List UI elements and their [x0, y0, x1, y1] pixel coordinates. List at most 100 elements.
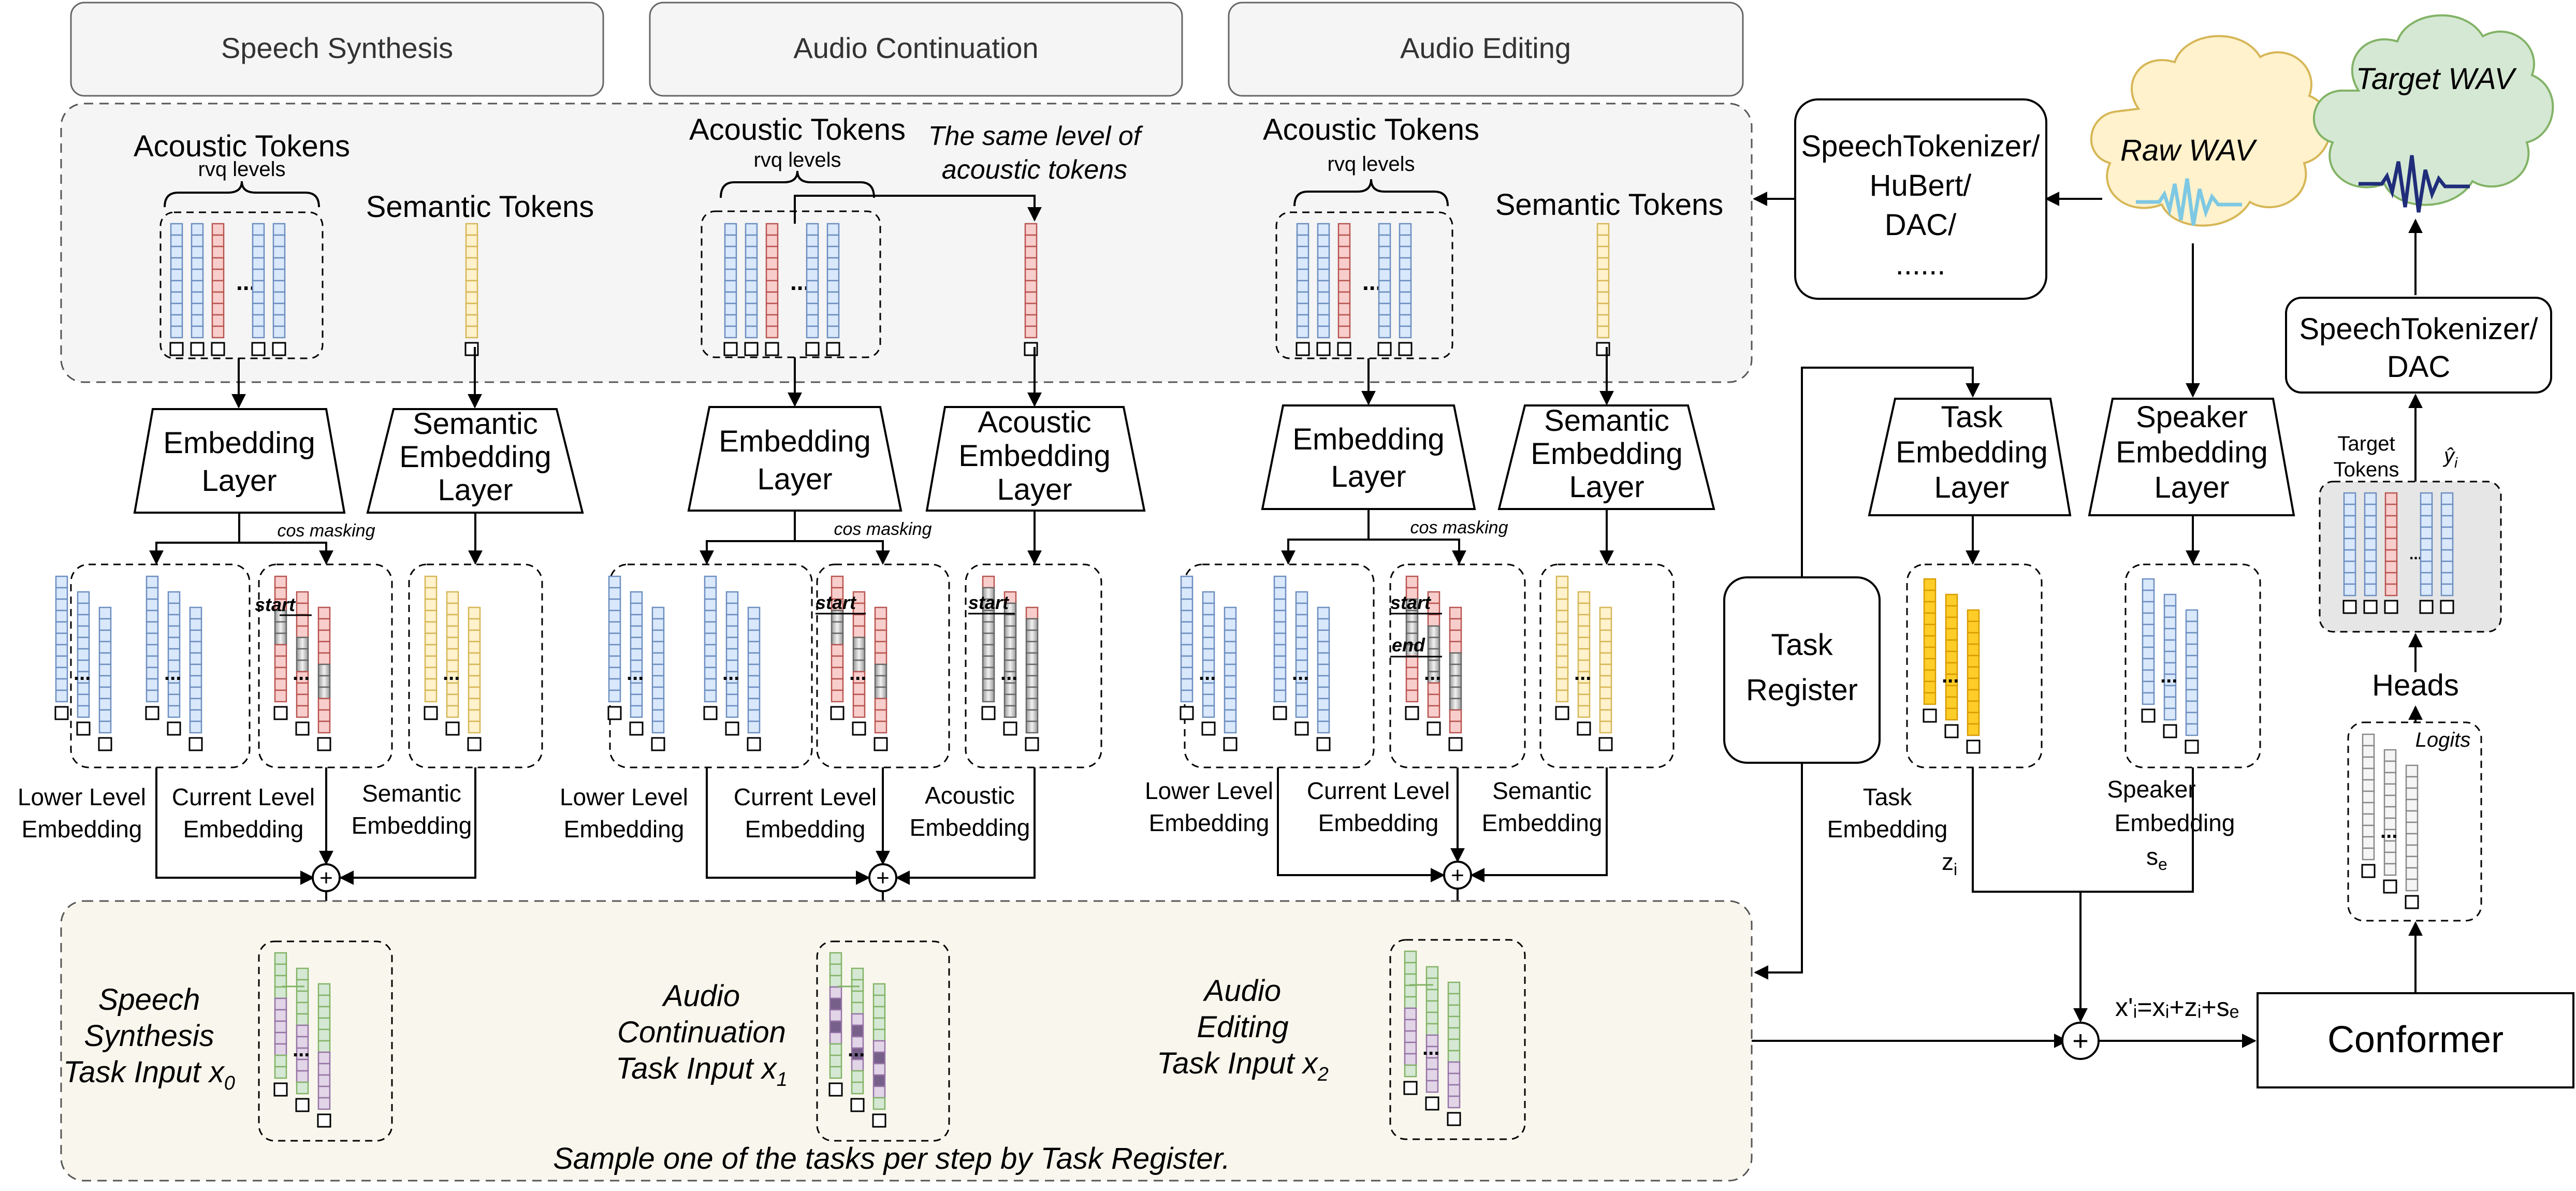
token-cell	[272, 245, 286, 259]
embedding-cell	[446, 636, 459, 650]
embedding-cell	[874, 606, 887, 620]
embedding-cell	[317, 618, 331, 631]
token-cell	[1337, 245, 1351, 259]
embedding-cell	[1555, 644, 1569, 657]
embedding-cell	[831, 689, 844, 703]
embedding-layer: Embedding Layer	[1261, 404, 1476, 510]
token-cell	[2343, 526, 2356, 540]
layer-label: Embedding	[1292, 423, 1444, 456]
token-cell	[272, 257, 286, 270]
rvq-levels-label: rvq levels	[198, 158, 286, 181]
embedding-cell	[630, 625, 643, 638]
embedding-cell	[1003, 721, 1017, 736]
embedding-cell	[608, 632, 621, 646]
embedding-cell	[1405, 678, 1419, 691]
raw-wav-cloud: Raw WAV	[2090, 35, 2332, 227]
embedding-cell	[167, 648, 181, 661]
embedding-cascade: ...	[830, 575, 888, 751]
embedding-cell	[1967, 655, 1980, 668]
token-cell	[2440, 549, 2454, 562]
embedding-cell	[1577, 636, 1591, 650]
embedding-cell	[831, 655, 844, 669]
token-cell	[2364, 572, 2377, 585]
embedding-cell	[747, 720, 761, 734]
embedding-cascade: ...	[54, 575, 112, 751]
embedding-cell	[77, 705, 90, 718]
embedding-cell	[831, 678, 844, 691]
embedding-cell	[76, 721, 91, 736]
embedding-cell	[704, 644, 717, 657]
token-cell	[2420, 503, 2433, 517]
embedding-cell	[1945, 639, 1958, 652]
embedding-cell	[1405, 621, 1419, 634]
token-cell	[745, 291, 758, 304]
embedding-cell	[1404, 1041, 1417, 1055]
speaker-embedding-box	[2124, 563, 2261, 768]
layer-label: Embedding	[1896, 435, 2047, 469]
embedding-cell	[317, 686, 331, 700]
embedding-cell	[608, 609, 621, 623]
embedding-cell	[189, 606, 202, 620]
embedding-cell	[189, 709, 202, 722]
embedding-cell	[295, 721, 310, 736]
embedding-cell	[317, 983, 331, 996]
token-cell	[826, 314, 840, 327]
embedding-cell	[704, 598, 717, 612]
token-cell	[806, 234, 819, 248]
embedding-cell	[467, 737, 482, 751]
embedding-cell	[1577, 648, 1591, 661]
embedding-cell	[704, 689, 717, 703]
embedding-cell	[1295, 591, 1308, 604]
token-cell	[1377, 342, 1392, 356]
embedding-cell	[1273, 575, 1287, 589]
token-cell	[724, 314, 737, 327]
same-level-label: acoustic tokens	[942, 155, 1127, 185]
embedding-cell	[725, 705, 739, 718]
task-input-panel	[60, 900, 1753, 1182]
token-cell	[765, 342, 779, 356]
embedding-cell	[1025, 737, 1039, 751]
token-cell	[2420, 526, 2433, 540]
embedding-cell	[1599, 675, 1612, 688]
token-cell	[272, 302, 286, 316]
embedding-cell	[1404, 950, 1417, 964]
token-cell	[1024, 245, 1038, 259]
token-cell	[1317, 314, 1330, 327]
embedding-cell	[851, 967, 864, 981]
speaker-embedding-layer: Speaker Embedding Layer	[2088, 398, 2295, 516]
embedding-cell	[608, 689, 621, 703]
embedding-cell	[145, 587, 159, 600]
embedding-cell	[1923, 680, 1937, 694]
token-cell	[211, 325, 225, 339]
embedding-cell	[874, 663, 887, 677]
embedding-cell	[1449, 629, 1462, 643]
token-cell	[1399, 268, 1412, 282]
embedding-cell	[1273, 655, 1287, 669]
tab-audio-continuation[interactable]: Audio Continuation	[649, 2, 1183, 97]
embedding-cascade: ...	[1555, 575, 1613, 751]
embedding-cell	[2185, 689, 2199, 702]
embedding-cell	[2405, 895, 2419, 909]
conformer-label: Conformer	[2327, 1019, 2504, 1061]
embedding-cell	[167, 693, 181, 707]
embedding-cell	[1295, 648, 1308, 661]
embedding-cell	[1425, 1000, 1439, 1013]
embedding-cell	[2362, 824, 2375, 838]
cos-masking-branch: cos masking	[149, 513, 483, 565]
token-cell	[1337, 280, 1351, 293]
task-embedding-box	[1906, 563, 2043, 768]
embedding-cell	[851, 1081, 864, 1095]
embedding-cell	[189, 663, 202, 677]
embedding-cell	[608, 655, 621, 669]
embedding-cell	[852, 614, 866, 627]
tab-speech-synthesis[interactable]: Speech Synthesis	[70, 2, 604, 97]
embedding-cell	[274, 1020, 287, 1034]
embedding-cell	[704, 632, 717, 646]
token-stack: ...	[1296, 223, 1413, 356]
embedding-cell	[55, 689, 68, 703]
embedding-cell	[1180, 587, 1194, 600]
tab-audio-editing[interactable]: Audio Editing	[1228, 2, 1744, 97]
token-cell	[745, 325, 758, 339]
token-cell	[2384, 560, 2398, 574]
